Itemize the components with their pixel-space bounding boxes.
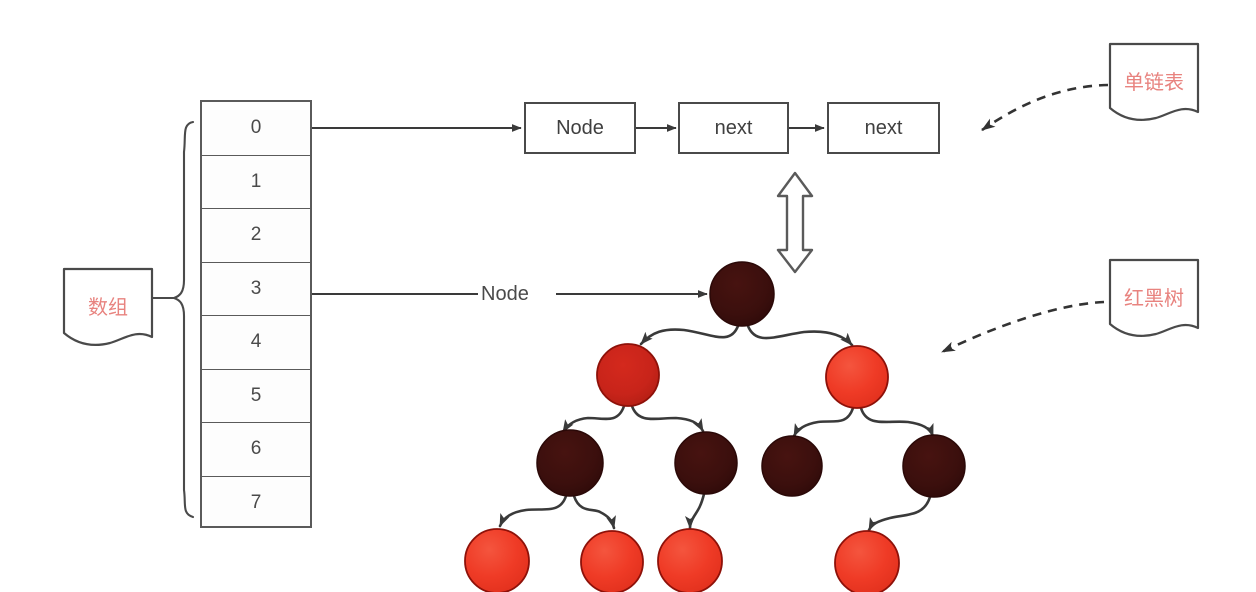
tree-edge-root-right: [746, 324, 854, 347]
linkedlist-box-node[interactable]: Node: [524, 102, 636, 154]
note-array[interactable]: 数组: [62, 267, 154, 349]
linkedlist-note-arrow: [981, 83, 1109, 132]
note-linked-list-label: 单链表: [1124, 70, 1184, 94]
hash-array-table[interactable]: 0 1 2 3 4 5 6 7: [200, 100, 312, 528]
tree-leaf-3: [657, 528, 723, 592]
tree-pointer-label: Node: [478, 283, 532, 306]
array-cell-6[interactable]: 6: [202, 423, 310, 477]
tree-leaf-4: [834, 530, 900, 592]
tree-leaf-2: [580, 530, 644, 592]
convert-double-arrow-icon: [776, 171, 814, 274]
linkedlist-box-next-1[interactable]: next: [678, 102, 789, 154]
tree-node-right-right: [902, 434, 966, 498]
linkedlist-box-label: Node: [556, 116, 604, 139]
note-array-label: 数组: [88, 295, 128, 319]
tree-nodes: [464, 261, 966, 592]
tree-node-left-right: [674, 431, 738, 495]
tree-edge-root-left: [639, 324, 740, 346]
tree-node-right-left: [761, 435, 823, 497]
tree-edge-rr-rrl: [867, 495, 932, 532]
linkedlist-box-next-2[interactable]: next: [827, 102, 940, 154]
linkedlist-box-label: next: [714, 116, 753, 139]
tree-edge-left-lr: [630, 404, 705, 433]
tree-node-root: [709, 261, 775, 327]
linkedlist-box-label: next: [864, 116, 903, 139]
tree-leaf-1: [464, 528, 530, 592]
note-shape-icon: [62, 267, 154, 346]
note-shape-icon: [1108, 42, 1200, 121]
tree-node-left-left: [536, 429, 604, 497]
tree-edges: [498, 324, 935, 532]
array-cell-3[interactable]: 3: [202, 263, 310, 316]
tree-edge-lr-lrl: [685, 492, 706, 530]
array-cell-0[interactable]: 0: [202, 102, 310, 156]
tree-node-left: [596, 343, 660, 407]
array-cell-2[interactable]: 2: [202, 209, 310, 263]
tree-edge-left-ll: [561, 404, 626, 434]
tree-edge-ll-lll: [498, 494, 568, 528]
array-cell-5[interactable]: 5: [202, 370, 310, 423]
note-shape-icon: [1108, 258, 1200, 337]
tree-note-arrow: [941, 300, 1105, 354]
tree-edge-ll-llr: [572, 494, 616, 530]
array-cell-7[interactable]: 7: [250, 492, 262, 514]
tree-edge-right-rr: [859, 406, 935, 438]
tree-edge-right-rl: [792, 406, 855, 438]
note-red-black-tree-label: 红黑树: [1124, 286, 1184, 310]
tree-node-right: [825, 345, 889, 409]
array-cell-4[interactable]: 4: [202, 316, 310, 370]
array-cell-1[interactable]: 1: [202, 156, 310, 209]
array-brace: [170, 120, 195, 519]
note-red-black-tree[interactable]: 红黑树: [1108, 258, 1200, 340]
note-linked-list[interactable]: 单链表: [1108, 42, 1200, 124]
